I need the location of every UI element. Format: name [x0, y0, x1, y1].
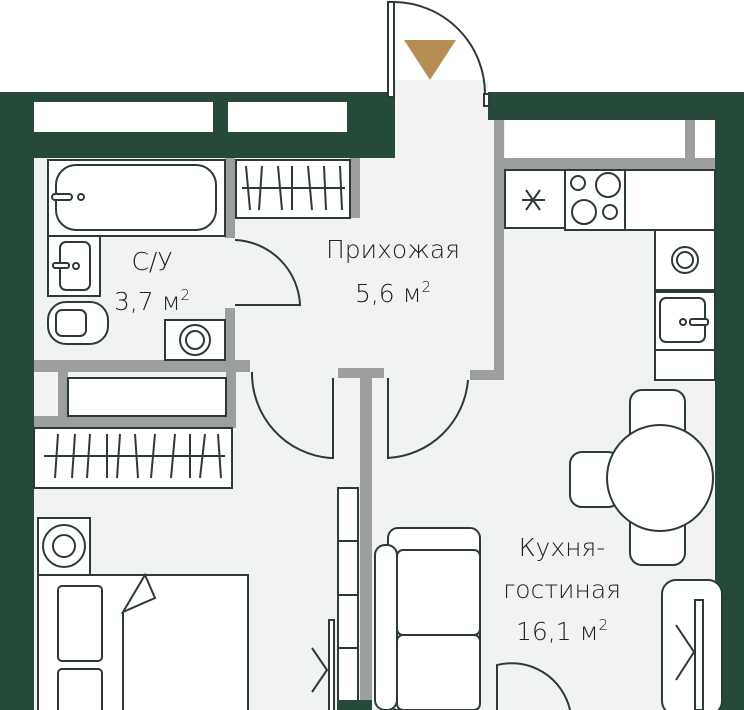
- room-area-bathroom: 3,7 м2: [114, 286, 190, 316]
- entrance-floor: [395, 80, 488, 100]
- sofa: [374, 527, 481, 710]
- room-name-kitchen-living-2: гостиная: [503, 575, 621, 604]
- nightstand: [37, 517, 91, 576]
- room-area-kitchen-living: 16,1 м2: [516, 616, 608, 646]
- entrance-arrow-icon: [404, 40, 456, 80]
- washing-machine-icon: [164, 319, 226, 361]
- room-area-hallway: 5,6 м2: [355, 278, 431, 308]
- room-name-kitchen-living: Кухня-: [519, 533, 606, 562]
- windows: [34, 102, 715, 158]
- partitions: [34, 120, 715, 710]
- dishwasher-icon: [654, 229, 716, 291]
- bedroom-door[interactable]: [250, 371, 334, 459]
- room-name-bathroom: С/У: [131, 247, 172, 276]
- storage-shelf: [67, 377, 227, 417]
- room-name-hallway: Прихожая: [326, 235, 460, 264]
- hall-closet: [235, 159, 351, 219]
- entrance-door[interactable]: [387, 1, 490, 107]
- bedroom-wardrobe: [33, 427, 233, 489]
- hob-icon: [564, 169, 626, 231]
- bedroom-furniture: [37, 487, 359, 710]
- balcony-door[interactable]: [496, 662, 571, 710]
- bathroom-door[interactable]: [234, 239, 302, 306]
- living-door[interactable]: [387, 378, 469, 460]
- bookshelf: [337, 487, 359, 710]
- kitchen-fixtures: [504, 169, 716, 381]
- tv-unit: [661, 579, 723, 710]
- bathroom-fixtures: [47, 159, 226, 361]
- bathtub-icon: [55, 164, 217, 231]
- dining-set: [569, 389, 714, 566]
